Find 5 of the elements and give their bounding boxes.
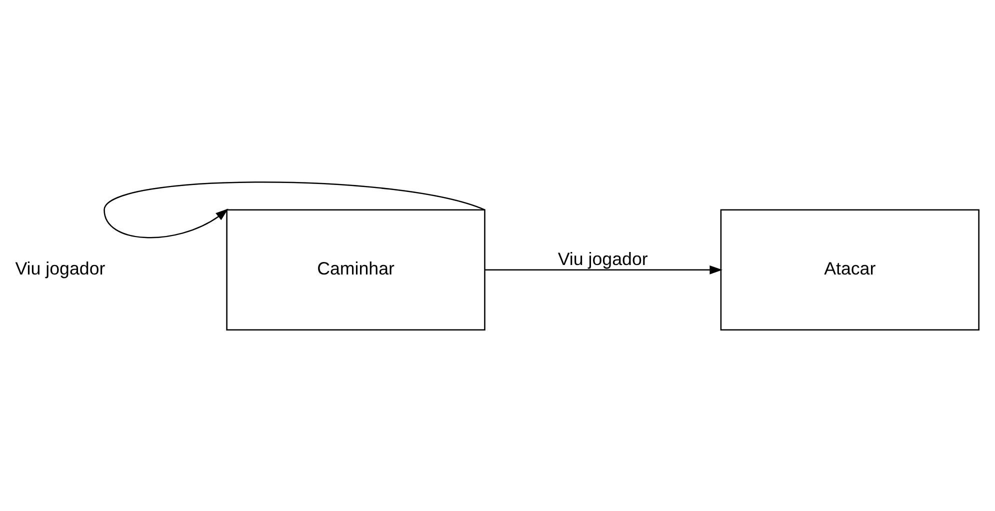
arrow	[484, 264, 722, 274]
node-box: Atacar	[720, 208, 980, 330]
node-box: Caminhar	[226, 208, 486, 330]
edge-label: Viu jogador	[558, 248, 648, 269]
edge-label: Viu jogador	[15, 258, 106, 278]
